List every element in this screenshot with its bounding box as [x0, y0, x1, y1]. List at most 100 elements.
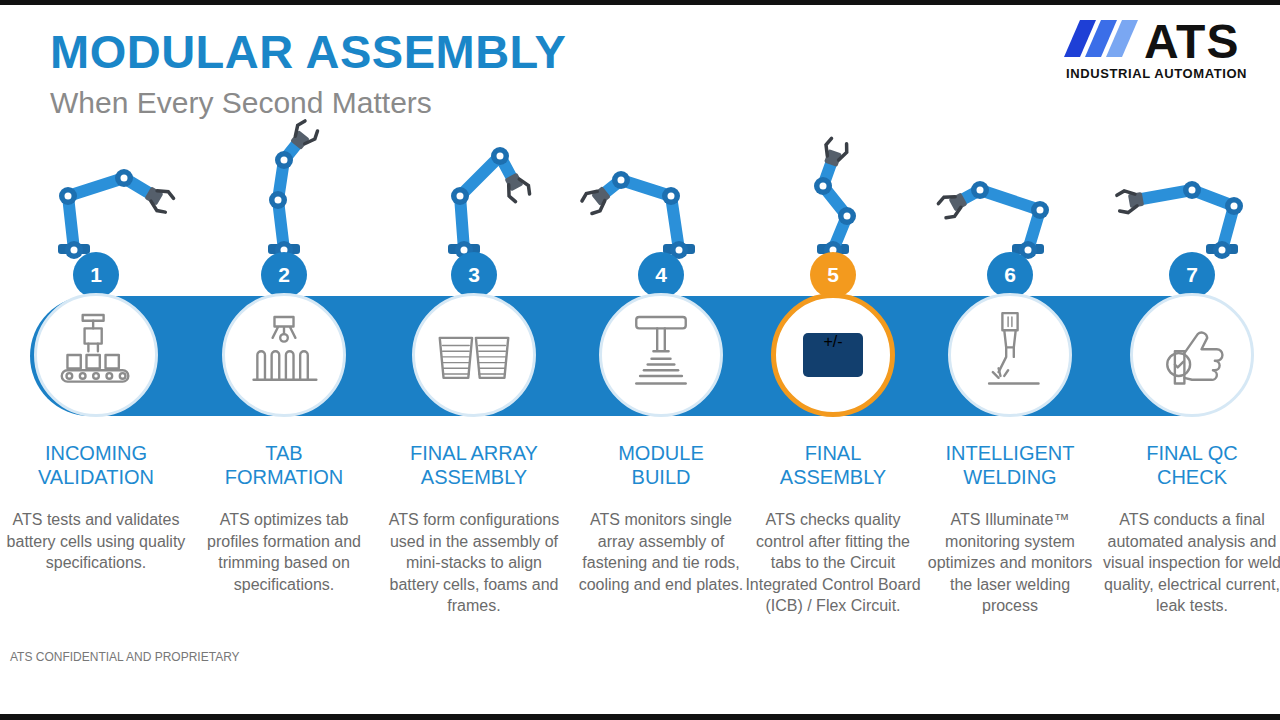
arm-segment — [601, 180, 679, 250]
arm-joint — [1231, 203, 1238, 210]
process-step: 4MODULE BUILD ATS monitors single array a… — [566, 252, 756, 595]
art-stroke — [476, 338, 508, 378]
arm-joint — [971, 181, 989, 199]
arm-joint — [820, 183, 827, 190]
step-icon — [37, 296, 155, 414]
arm-joint — [457, 193, 464, 200]
art-stroke — [443, 373, 470, 374]
step-heading: TAB FORMATION — [213, 252, 355, 489]
step-badge: 7 — [1169, 252, 1215, 298]
arm-joint — [115, 169, 133, 187]
arm-joint — [1225, 197, 1243, 215]
arm-segment — [460, 156, 514, 250]
art-stroke — [83, 315, 104, 321]
arm-joint — [65, 193, 72, 200]
art-stroke — [93, 373, 99, 379]
art-stroke — [1008, 317, 1012, 327]
art-stroke — [479, 350, 506, 351]
label-text: INDUSTRIAL AUTOMATION — [1066, 66, 1247, 81]
step-number: 1 — [73, 252, 119, 298]
step-description: ATS tests and validates battery cells us… — [6, 509, 186, 574]
art-stroke — [479, 373, 506, 374]
arm-joint — [1031, 201, 1049, 219]
arm-joint — [612, 171, 630, 189]
step-icon — [415, 296, 533, 414]
arm-joint — [668, 193, 675, 200]
gripper-claw — [151, 201, 165, 212]
art-stroke — [1175, 362, 1184, 368]
art-stroke — [648, 363, 675, 365]
arm-joint — [275, 151, 293, 169]
arm-joint — [814, 177, 832, 195]
art-stroke — [479, 368, 506, 369]
arm-joint — [1025, 247, 1032, 254]
gripper-claw — [519, 179, 529, 194]
step-description: ATS monitors single array assembly of fa… — [571, 509, 751, 595]
art-stroke — [106, 373, 112, 379]
art-stroke — [1175, 351, 1185, 383]
gripper-claw — [839, 144, 847, 160]
arm-segment — [958, 190, 1040, 250]
art-stroke — [999, 313, 1018, 372]
arm-joint — [65, 241, 83, 259]
art-stroke — [443, 362, 470, 363]
arm-joint — [451, 187, 469, 205]
step-icon-circle — [222, 293, 346, 417]
arm-joint — [838, 207, 856, 225]
art-stroke — [443, 368, 470, 369]
art-stroke — [257, 351, 265, 380]
step-icon — [951, 296, 1069, 414]
art-stroke — [62, 370, 129, 381]
step-badge: 3 — [451, 252, 497, 298]
step-description: ATS conducts a final automated analysis … — [1102, 509, 1280, 617]
art-stroke — [85, 328, 102, 343]
process-step: 5+/-FINAL ASSEMBLYATS checks quality con… — [738, 252, 928, 617]
step-icon-circle — [599, 293, 723, 417]
arm-segment — [68, 178, 154, 250]
logo-text: ATS — [1144, 14, 1239, 69]
arm-joint — [121, 175, 128, 182]
art-stroke — [254, 379, 317, 381]
arm-joint — [662, 187, 680, 205]
bottom-bar — [0, 714, 1280, 720]
gripper-claw — [826, 138, 832, 156]
gripper-claw — [157, 191, 173, 199]
art-stroke — [106, 355, 119, 368]
step-description: ATS form configurations used in the asse… — [384, 509, 564, 617]
step-badge: 5 — [810, 252, 856, 298]
arm-joint — [977, 187, 984, 194]
art-stroke — [636, 317, 685, 328]
step-description: ATS optimizes tab profiles formation and… — [194, 509, 374, 595]
gripper-claw — [1120, 206, 1137, 213]
art-stroke — [636, 382, 685, 384]
step-icon — [1133, 296, 1251, 414]
art-stroke — [67, 355, 80, 368]
arm-wrist — [591, 186, 611, 206]
art-stroke — [120, 373, 126, 379]
gripper-claw — [592, 201, 605, 214]
step-heading: MODULE BUILD — [590, 252, 732, 489]
art-stroke — [1167, 353, 1190, 376]
step-badge: 4 — [638, 252, 684, 298]
art-stroke — [286, 351, 294, 380]
arm-joint — [491, 147, 509, 165]
gripper-claw — [509, 185, 516, 202]
process-step: 2TAB FORMATIONATS optimizes tab profiles… — [189, 252, 379, 595]
arm-joint — [676, 247, 683, 254]
arm-joint — [1213, 241, 1231, 259]
step-badge: 1 — [73, 252, 119, 298]
art-stroke — [272, 351, 280, 380]
art-stroke — [479, 345, 506, 346]
step-number: 5 — [810, 252, 856, 298]
arm-joint — [618, 177, 625, 184]
step-icon — [225, 296, 343, 414]
step-number: 4 — [638, 252, 684, 298]
gripper-claw — [295, 121, 305, 136]
step-number: 6 — [987, 252, 1033, 298]
arm-joint — [281, 157, 288, 164]
step-icon-circle — [412, 293, 536, 417]
step-icon-circle — [1130, 293, 1254, 417]
gripper-claw — [1117, 191, 1135, 195]
step-icon — [602, 296, 720, 414]
arm-wrist — [290, 130, 310, 150]
